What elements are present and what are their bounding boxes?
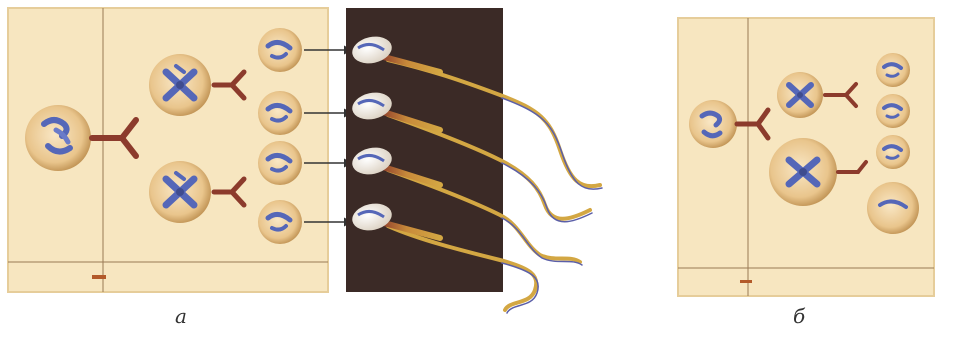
panel-a-caption: а	[175, 304, 187, 328]
primary-oocyte-icon	[689, 100, 737, 148]
primary-cell-icon	[25, 105, 91, 171]
sperm-panel	[346, 8, 602, 313]
spermatid-icon	[258, 91, 302, 135]
spermatid-icon	[258, 200, 302, 244]
polar-body-icon	[876, 94, 910, 128]
secondary-cell-top-icon	[149, 54, 211, 116]
polar-body-icon	[876, 135, 910, 169]
polar-body-icon	[876, 53, 910, 87]
spermatid-icon	[258, 28, 302, 72]
panel-a	[8, 8, 352, 292]
spermatid-icon	[258, 141, 302, 185]
secondary-oocyte-icon	[769, 138, 837, 206]
panel-b-tick-mark	[740, 280, 752, 283]
panel-b	[678, 18, 934, 296]
panel-a-tick-mark	[92, 275, 106, 279]
secondary-cell-bottom-icon	[149, 161, 211, 223]
panel-b-caption: б	[793, 304, 805, 328]
polar-body-icon	[777, 72, 823, 118]
ootid-icon	[867, 182, 919, 234]
